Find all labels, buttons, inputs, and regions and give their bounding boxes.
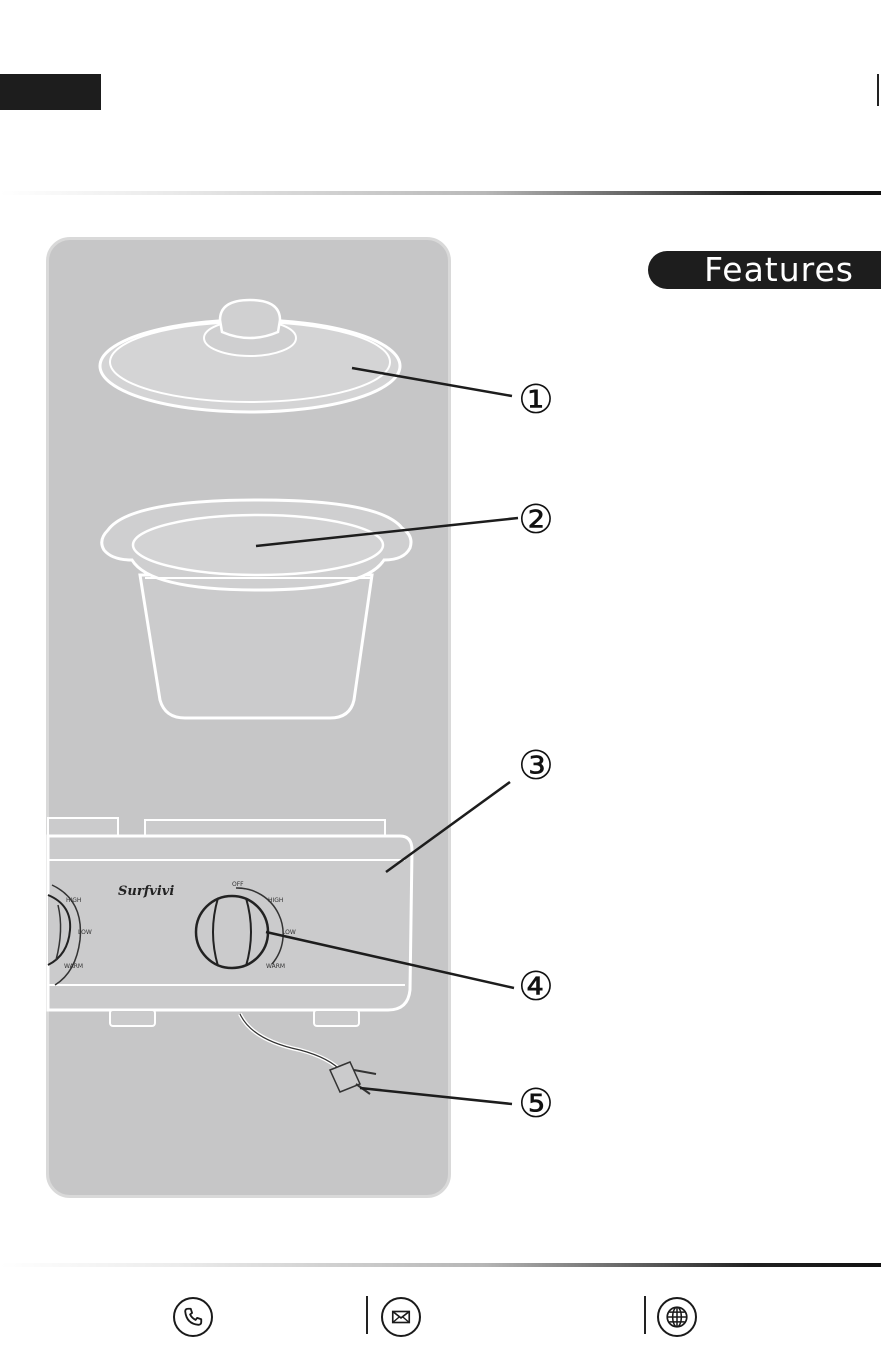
glass-lid (100, 300, 400, 412)
mail-icon (381, 1297, 421, 1337)
bottom-rule (0, 1263, 881, 1267)
ceramic-pot (102, 500, 411, 718)
left-knob-warm-label: WARM (64, 963, 83, 970)
features-badge: Features (648, 251, 881, 289)
footer-divider-2 (644, 1296, 646, 1334)
callout-1: ① (518, 377, 554, 423)
callout-numbers: ① ② ③ ④ ⑤ (518, 377, 554, 1127)
callout-3: ③ (518, 743, 554, 789)
knob-high-label: HIGH (268, 897, 283, 904)
left-knob-high-label: HIGH (66, 897, 81, 904)
left-knob-low-label: LOW (78, 929, 92, 936)
callout-4: ④ (518, 964, 554, 1010)
footer-divider-1 (366, 1296, 368, 1334)
callout-5: ⑤ (518, 1081, 554, 1127)
globe-icon (657, 1297, 697, 1337)
knob-warm-label: WARM (266, 963, 285, 970)
callout-2: ② (518, 497, 554, 543)
brand-mark: Surfvivi (118, 884, 174, 899)
knob-off-label: OFF (232, 881, 244, 888)
phone-icon (173, 1297, 213, 1337)
